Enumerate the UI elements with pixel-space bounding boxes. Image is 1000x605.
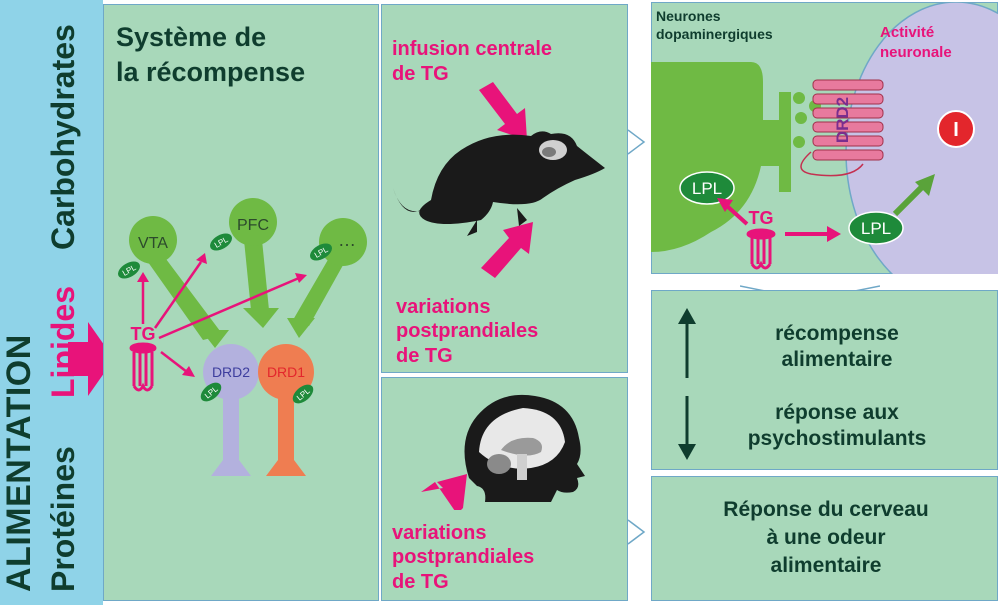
odeur-line3: alimentaire	[770, 554, 882, 577]
drd2-receptor-label: DRD2	[833, 97, 852, 143]
drd1-neuron	[258, 344, 314, 400]
carbohydrates-label: Carbohydrates	[45, 24, 81, 250]
infusion-line2: de TG	[392, 63, 449, 85]
brain-diagram	[421, 394, 585, 510]
lpl-pfc	[210, 233, 232, 251]
variations-brain-line3: de TG	[392, 571, 449, 593]
proteines-label: Protéines	[45, 446, 81, 592]
variations-brain-line1: variations	[392, 522, 487, 544]
reward-outcomes-panel	[651, 290, 998, 470]
drd2-label: DRD2	[212, 364, 250, 380]
ellipsis-label: …	[338, 230, 356, 250]
tg-receptor	[129, 342, 157, 392]
infusion-line1: infusion centrale	[392, 38, 553, 60]
activite-line2: neuronale	[880, 44, 952, 61]
alimentation-column	[0, 0, 103, 605]
activite-line1: Activité	[880, 24, 935, 41]
variations-mouse-line3: de TG	[396, 345, 453, 367]
neurones-line2: dopaminergiques	[656, 26, 773, 42]
lpl-right	[848, 211, 904, 245]
reponse-line1: réponse aux	[775, 401, 899, 424]
reward-neuron-diagram: VTA PFC … DRD2 DRD1 LPL LPL LPL LPL LPL …	[118, 198, 367, 476]
drd1-label: DRD1	[267, 364, 305, 380]
svg-text:I: I	[953, 119, 959, 141]
connector-arrows	[627, 129, 646, 545]
synapse-diagram: DRD2 I LPL LPL TG	[651, 2, 998, 274]
lpl-drd1	[292, 384, 314, 404]
bidirectional-arrows	[678, 308, 696, 460]
variations-brain-line2: postprandiales	[392, 546, 535, 568]
mouse-diagram	[393, 82, 605, 278]
neurones-line1: Neurones	[656, 8, 721, 24]
pfc-label: PFC	[237, 217, 269, 234]
reward-title-line1: Système de	[116, 22, 267, 52]
vta-neuron	[129, 216, 177, 264]
synapse-tg-label: TG	[749, 208, 774, 228]
lpl-vta	[118, 261, 140, 279]
lpl-drd2	[200, 382, 222, 402]
odeur-line2: à une odeur	[766, 526, 886, 549]
variations-mouse-line1: variations	[396, 296, 491, 318]
svg-text:LPL: LPL	[692, 179, 722, 198]
lpl-left	[679, 171, 735, 205]
inhibit-symbol	[937, 110, 975, 148]
svg-text:LPL: LPL	[861, 219, 891, 238]
lipides-arrow	[68, 322, 114, 396]
variations-mouse-line2: postprandiales	[396, 320, 539, 342]
lpl-third	[310, 243, 332, 261]
pfc-neuron	[229, 198, 277, 246]
tg-label: TG	[131, 324, 156, 344]
third-neuron	[319, 218, 367, 266]
reward-title-line2: la récompense	[116, 57, 306, 87]
recompense-line1: récompense	[775, 322, 899, 345]
vta-label: VTA	[138, 235, 168, 252]
odeur-line1: Réponse du cerveau	[723, 498, 929, 521]
odor-response-panel	[651, 476, 998, 601]
reponse-line2: psychostimulants	[747, 427, 927, 450]
alimentation-title: ALIMENTATION	[0, 334, 38, 592]
recompense-line2: alimentaire	[781, 348, 893, 371]
drd2-receptor	[812, 79, 884, 161]
